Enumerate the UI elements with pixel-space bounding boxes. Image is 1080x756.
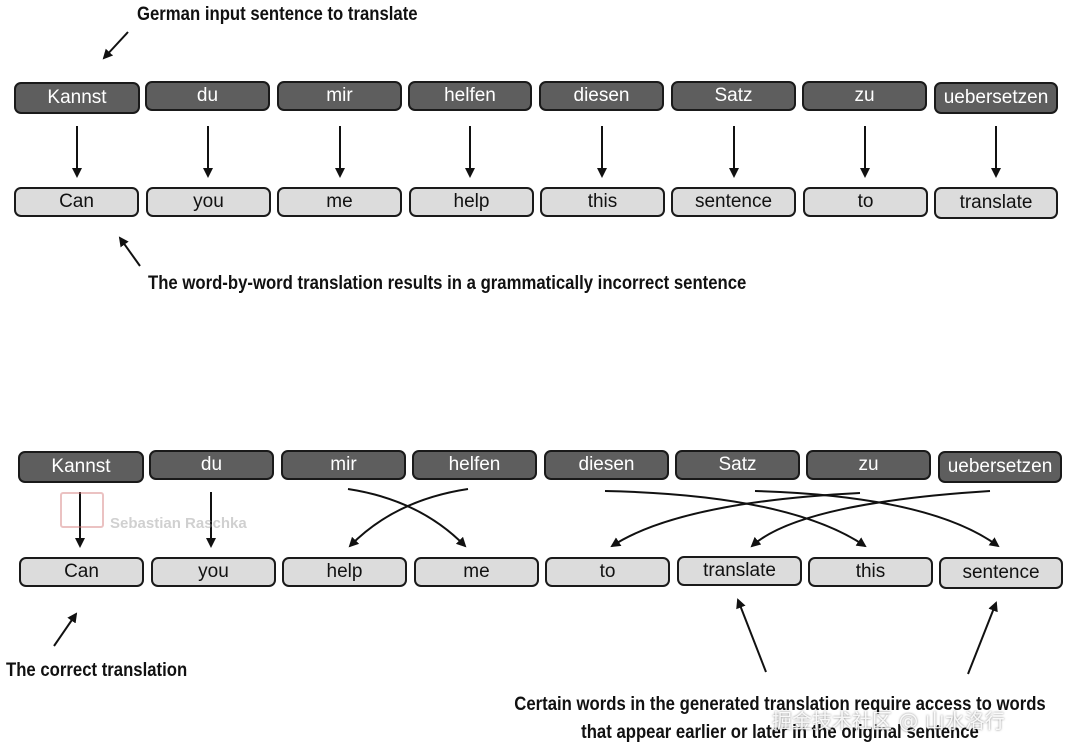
arrow-uebersetzen-translate	[750, 490, 991, 548]
bottom-german-word-7: zu	[806, 450, 931, 480]
top-english-word-4: help	[409, 187, 534, 217]
bottom-german-word-6: Satz	[675, 450, 800, 480]
top-translation-arrows	[72, 126, 1001, 178]
bottom-english-word-4: me	[414, 557, 539, 587]
bottom-german-word-1: Kannst	[18, 451, 144, 483]
arrow-zu-to	[610, 492, 861, 548]
top-english-word-2: you	[146, 187, 271, 217]
bottom-english-word-2: you	[151, 557, 276, 587]
bottom-german-word-2: du	[149, 450, 274, 480]
top-german-word-7: zu	[802, 81, 927, 111]
top-caption: The word-by-word translation results in …	[148, 273, 747, 294]
author-watermark: Sebastian Raschka	[110, 515, 247, 532]
bottom-reorder-arrows	[347, 488, 1000, 548]
input-pointer-arrow	[102, 31, 129, 60]
bottom-english-word-8: sentence	[939, 557, 1063, 589]
top-english-word-7: to	[803, 187, 928, 217]
bottom-german-word-4: helfen	[412, 450, 537, 480]
correct-translation-label: The correct translation	[6, 660, 188, 681]
arrow-satz-sentence	[754, 490, 1000, 548]
bottom-english-word-5: to	[545, 557, 670, 587]
top-german-word-5: diesen	[539, 81, 664, 111]
translate-pointer-arrow	[736, 598, 767, 673]
top-english-word-6: sentence	[671, 187, 796, 217]
top-german-word-6: Satz	[671, 81, 796, 111]
top-german-word-8: uebersetzen	[934, 82, 1058, 114]
top-german-word-2: du	[145, 81, 270, 111]
top-english-word-8: translate	[934, 187, 1058, 219]
bottom-caption-line-2: that appear earlier or later in the orig…	[581, 722, 979, 743]
bottom-german-word-3: mir	[281, 450, 406, 480]
top-english-word-3: me	[277, 187, 402, 217]
bottom-english-word-6: translate	[677, 556, 802, 586]
top-english-word-5: this	[540, 187, 665, 217]
bottom-german-word-8: uebersetzen	[938, 451, 1062, 483]
bottom-caption-line-1: Certain words in the generated translati…	[514, 694, 1046, 715]
arrow-helfen-help	[348, 488, 469, 548]
correct-pointer-arrow	[53, 612, 78, 647]
site-watermark: 掘金技术社区 @ 山水洛行	[772, 709, 1005, 733]
watermark-seal-icon	[60, 492, 104, 528]
arrow-mir-me	[347, 488, 467, 548]
top-german-word-3: mir	[277, 81, 402, 111]
top-german-word-4: helfen	[408, 81, 532, 111]
bottom-english-word-3: help	[282, 557, 407, 587]
bottom-english-word-7: this	[808, 557, 933, 587]
caption-pointer-arrow	[118, 236, 141, 267]
top-english-word-1: Can	[14, 187, 139, 217]
input-label: German input sentence to translate	[137, 4, 418, 25]
bottom-german-word-5: diesen	[544, 450, 669, 480]
sentence-pointer-arrow	[967, 601, 998, 675]
bottom-caption: Certain words in the generated translati…	[440, 694, 1080, 752]
bottom-english-word-1: Can	[19, 557, 144, 587]
arrow-diesen-this	[604, 490, 867, 548]
top-german-word-1: Kannst	[14, 82, 140, 114]
